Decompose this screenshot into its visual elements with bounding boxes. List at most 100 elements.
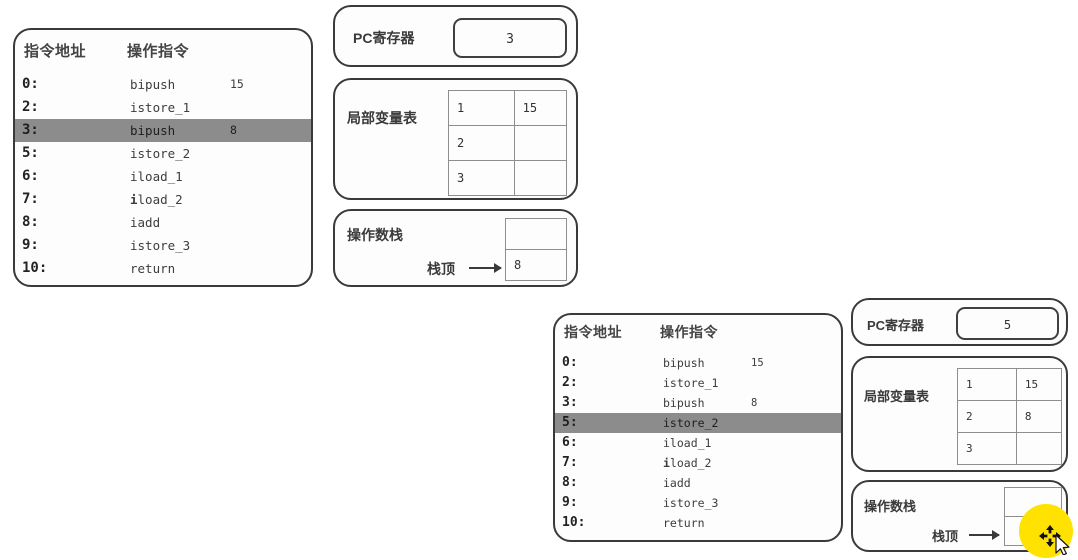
- operand-stack-cell: 8: [505, 249, 567, 281]
- instruction-header-address: 指令地址: [24, 43, 87, 60]
- instruction-row[interactable]: 6: iload_1: [15, 165, 311, 188]
- local-variable-value: [1015, 432, 1063, 465]
- local-variable-value: 8: [1015, 400, 1063, 433]
- click-highlight-halo: [1019, 504, 1073, 558]
- stack-top-label-top: 栈顶: [427, 261, 455, 277]
- operand-stack-row: 8: [505, 249, 567, 281]
- instruction-mnemonic: iadd: [663, 476, 691, 490]
- instruction-mnemonic: istore_3: [663, 496, 719, 510]
- local-variable-table-label: 局部变量表: [347, 110, 417, 126]
- instruction-mnemonic: istore_1: [663, 376, 719, 390]
- instruction-row[interactable]: 8: iadd: [555, 473, 841, 493]
- instruction-row[interactable]: 2: istore_1: [555, 373, 841, 393]
- instruction-address: 3:: [22, 122, 39, 138]
- instruction-address: 3:: [562, 395, 578, 410]
- local-variable-value: [513, 125, 568, 161]
- local-variable-row: 3: [448, 160, 568, 196]
- local-variable-slot: 2: [448, 125, 515, 161]
- instruction-mnemonic: bipush: [663, 356, 705, 370]
- instruction-row[interactable]: 0: bipush 15: [555, 353, 841, 373]
- stack-top-arrow-top: [469, 263, 502, 273]
- local-variable-value: 15: [513, 90, 568, 126]
- instruction-address: 5:: [562, 415, 578, 430]
- instruction-mnemonic: return: [130, 261, 176, 276]
- instruction-row[interactable]: 8: iadd: [15, 211, 311, 234]
- instruction-mnemonic: istore_2: [130, 146, 191, 161]
- instruction-address: 5:: [22, 145, 39, 161]
- instruction-row[interactable]: 10: return: [15, 257, 311, 280]
- instruction-mnemonic: istore_3: [130, 238, 191, 253]
- local-variable-slot: 1: [448, 90, 515, 126]
- pc-register-value-box-bottom: 5: [956, 307, 1059, 340]
- local-variable-table-label-bottom: 局部变量表: [864, 389, 930, 404]
- instruction-row[interactable]: 9: istore_3: [15, 234, 311, 257]
- operand-stack-label-bottom: 操作数栈: [864, 499, 917, 514]
- local-variable-row: 2: [448, 125, 568, 161]
- instruction-operand: 8: [751, 397, 758, 409]
- instruction-mnemonic: iload_1: [663, 436, 712, 450]
- stack-top-arrow-bottom: [969, 530, 1000, 540]
- instruction-row[interactable]: 5: istore_2: [15, 142, 311, 165]
- instruction-mnemonic: istore_2: [663, 416, 719, 430]
- instruction-address: 6:: [22, 168, 39, 184]
- local-variable-value: [513, 160, 568, 196]
- instruction-mnemonic: istore_1: [130, 100, 191, 115]
- operand-stack-label: 操作数栈: [347, 227, 403, 243]
- instruction-mnemonic: bipush: [663, 396, 705, 410]
- instruction-row-list-bottom: 0: bipush 15 2: istore_1 3: bipush 8 5: istore_2 6…: [555, 353, 841, 533]
- instruction-mnemonic: iload_1: [130, 169, 183, 184]
- pc-register-value-box: 3: [453, 18, 567, 58]
- operand-stack-panel-top: 操作数栈 8 栈顶: [333, 209, 578, 287]
- instruction-mnemonic: bipush: [130, 77, 176, 92]
- instruction-row[interactable]: 2: istore_1: [15, 96, 311, 119]
- instruction-address: 8:: [562, 475, 578, 490]
- pc-register-label-bottom: PC寄存器: [867, 318, 925, 333]
- instruction-address: 0:: [562, 355, 578, 370]
- instruction-row[interactable]: 10: return: [555, 513, 841, 533]
- instruction-address: 8:: [22, 214, 39, 230]
- instruction-row[interactable]: 9: istore_3: [555, 493, 841, 513]
- instruction-address: 9:: [562, 495, 578, 510]
- instruction-address: 6:: [562, 435, 578, 450]
- operand-stack-cell: [505, 218, 567, 250]
- instruction-header-operation: 操作指令: [127, 43, 190, 60]
- stack-top-label-bottom: 栈顶: [932, 529, 959, 544]
- local-variable-slot: 3: [448, 160, 515, 196]
- local-variable-slot: 3: [957, 432, 1017, 465]
- pc-register-panel-bottom: PC寄存器 5: [851, 298, 1068, 346]
- instruction-row[interactable]: 6: iload_1: [555, 433, 841, 453]
- pc-register-panel-top: PC寄存器 3: [333, 5, 578, 67]
- instruction-row[interactable]: 7:iload_2: [555, 453, 841, 473]
- instruction-address: 2:: [22, 99, 39, 115]
- instruction-row[interactable]: 7: iload_2: [15, 188, 311, 211]
- instruction-row[interactable]: 3: bipush 8: [555, 393, 841, 413]
- instruction-row[interactable]: 5: istore_2: [555, 413, 841, 433]
- instruction-mnemonic: iload_2: [663, 456, 712, 470]
- instruction-address: 0:: [22, 76, 39, 92]
- pc-register-label: PC寄存器: [353, 30, 415, 46]
- instruction-operand: 15: [751, 357, 764, 369]
- instruction-header-operation-bottom: 操作指令: [660, 324, 718, 340]
- instruction-address: 10:: [22, 260, 48, 276]
- instruction-address: 7:: [22, 191, 39, 207]
- operand-stack-table-top: 8: [505, 218, 567, 281]
- instruction-address: 2:: [562, 375, 578, 390]
- instruction-mnemonic: return: [663, 516, 705, 530]
- instruction-address: 9:: [22, 237, 39, 253]
- instruction-mnemonic: iadd: [130, 215, 161, 230]
- instruction-mnemonic: iload_2: [130, 192, 183, 207]
- instruction-address: 10:: [562, 515, 586, 530]
- local-variable-slot: 1: [957, 368, 1017, 401]
